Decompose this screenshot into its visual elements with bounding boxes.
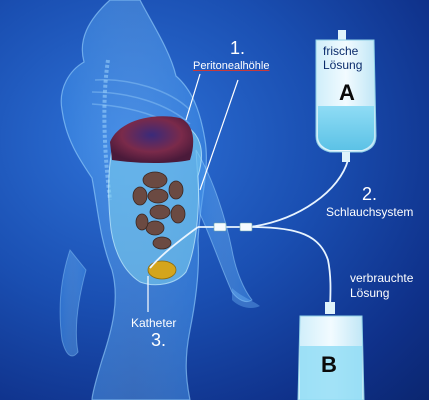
step-2-number: 2. — [362, 184, 377, 205]
bag-a-text-line1: frische — [323, 44, 362, 58]
bag-b-letter: B — [321, 352, 337, 378]
bag-a-text: frische Lösung — [323, 44, 362, 72]
step-3-label: Katheter — [131, 316, 176, 330]
peritoneal-cavity — [109, 116, 202, 284]
bag-b-text: verbrauchte Lösung — [350, 271, 413, 301]
bag-a-letter: A — [339, 80, 355, 106]
step-1-label: Peritonealhöhle — [193, 60, 269, 72]
step-2-label: Schlauchsystem — [326, 205, 413, 219]
step-1-number: 1. — [230, 38, 245, 59]
bag-b-text-line1: verbrauchte — [350, 271, 413, 286]
step-3-number: 3. — [151, 330, 166, 351]
bag-b — [298, 302, 364, 400]
bag-b-text-line2: Lösung — [350, 286, 413, 301]
bag-a-text-line2: Lösung — [323, 58, 362, 72]
